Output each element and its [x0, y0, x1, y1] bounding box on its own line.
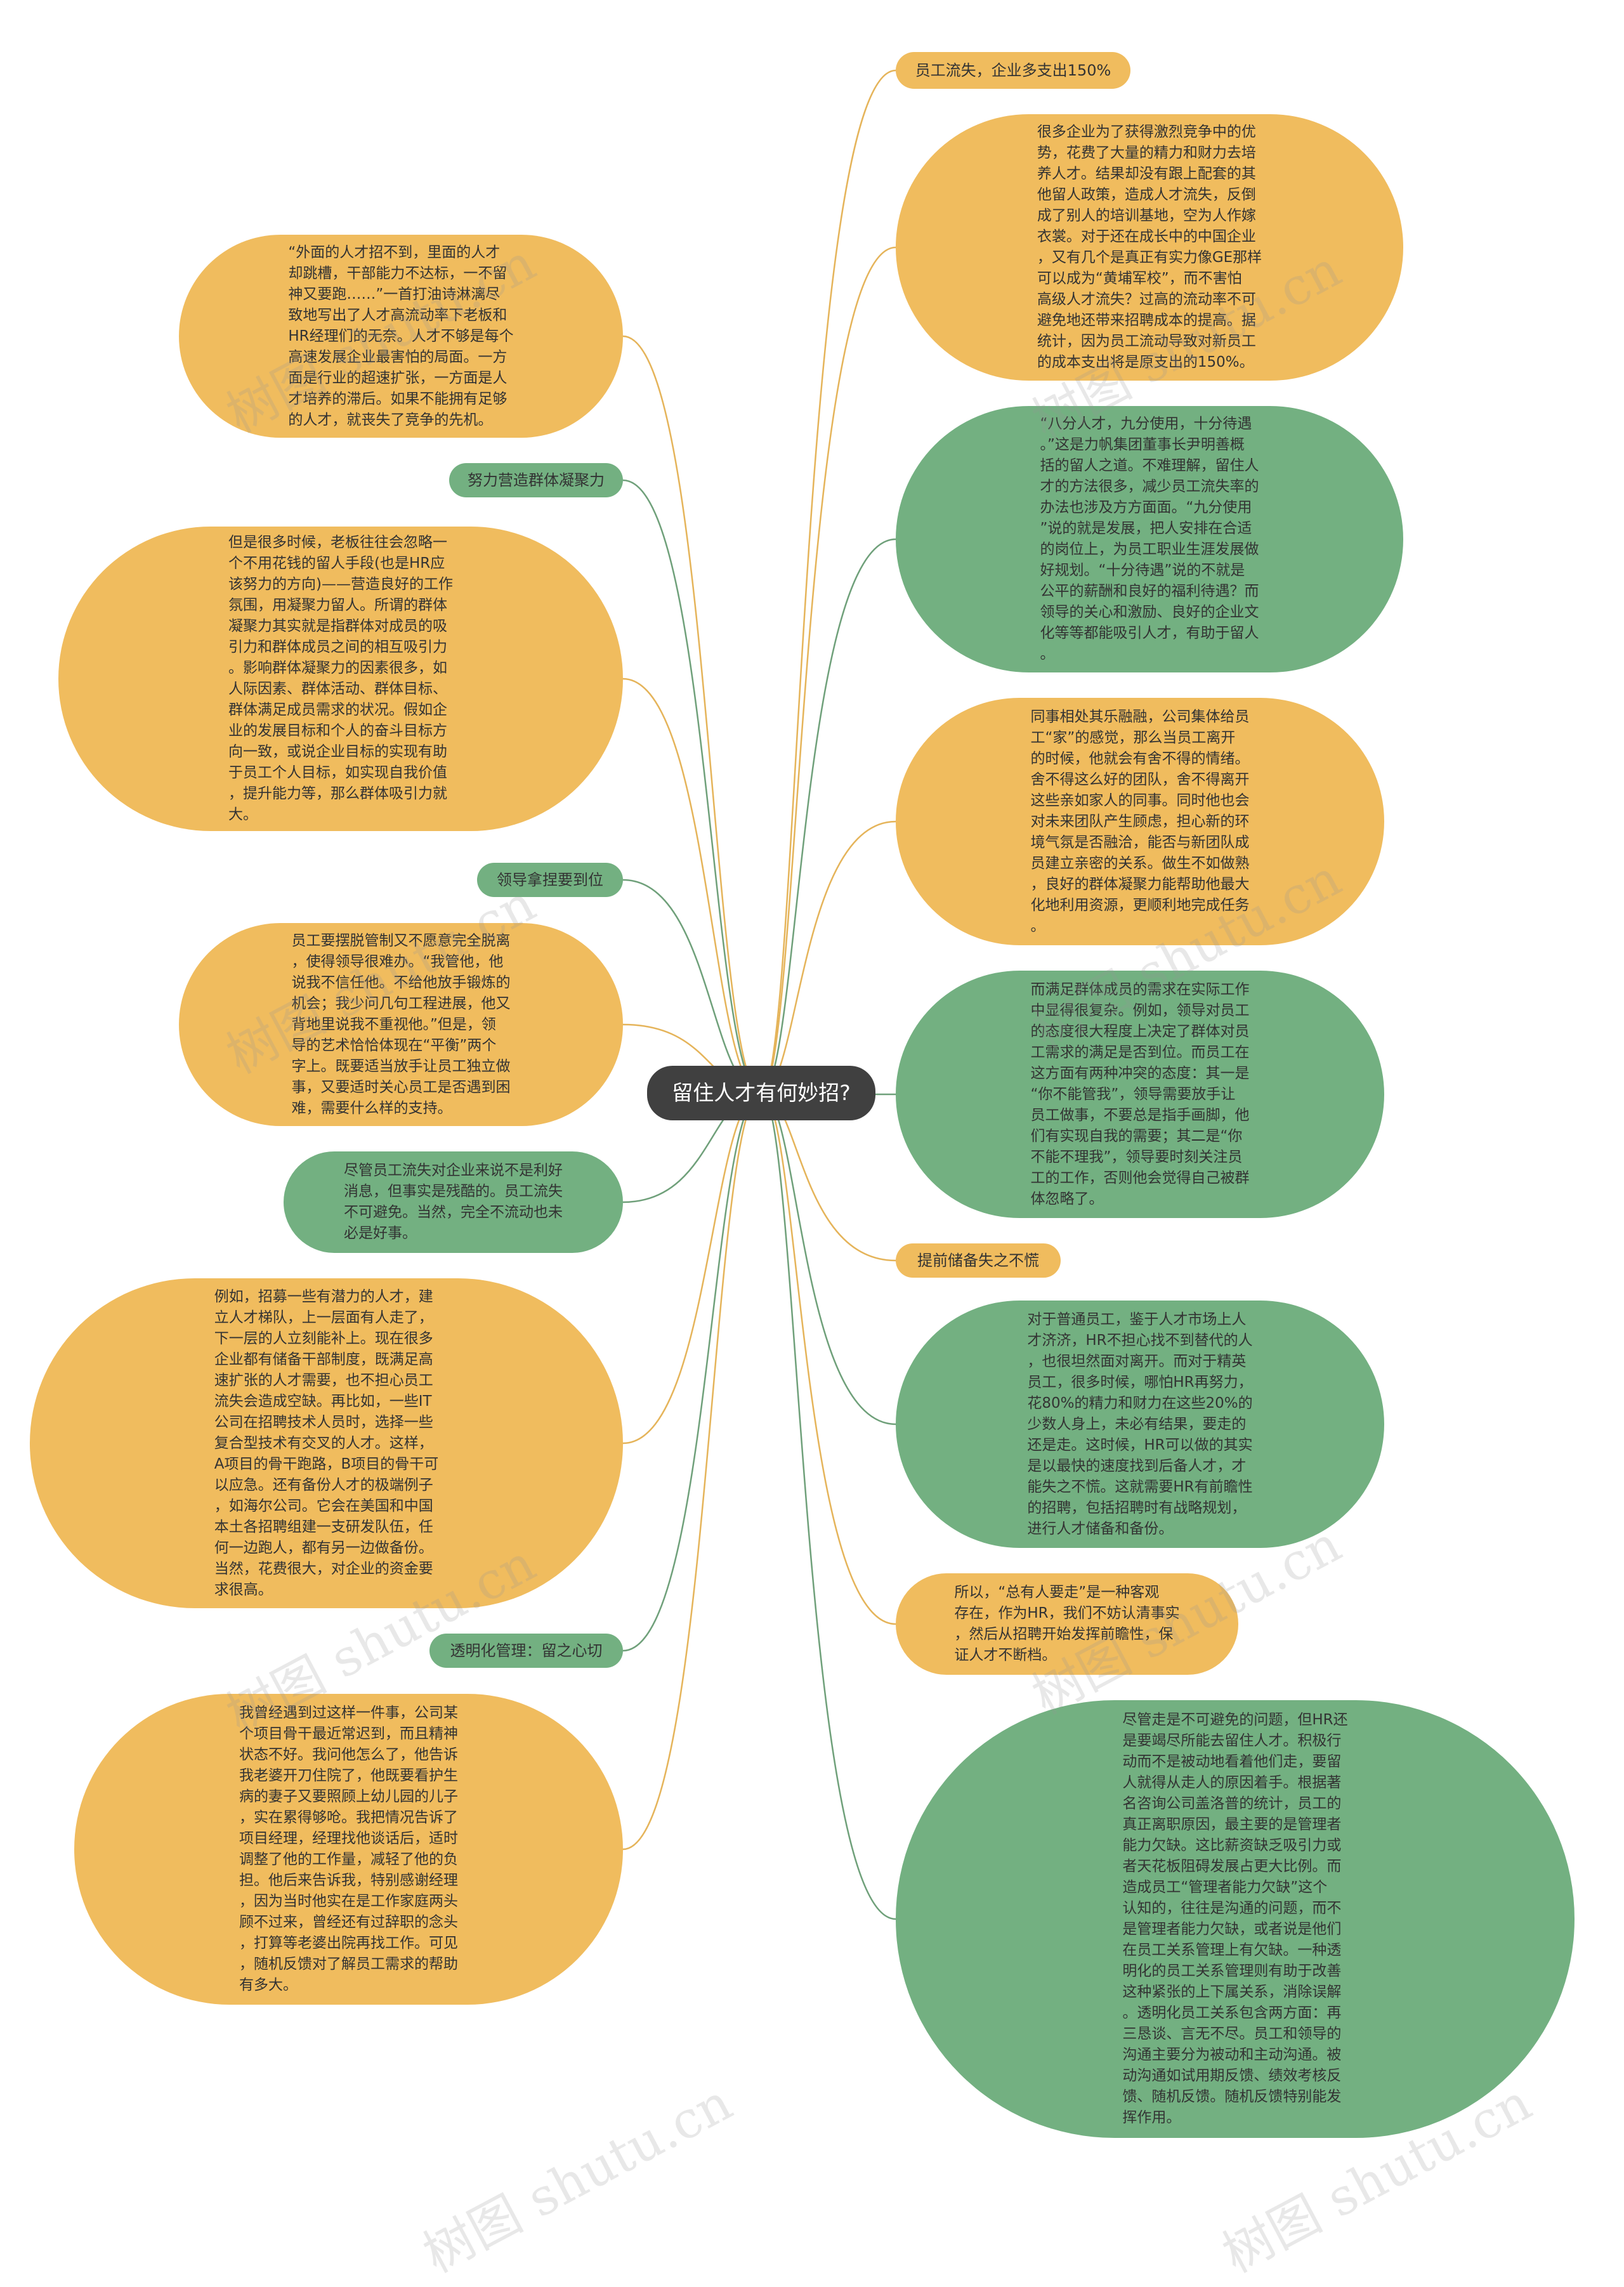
node-cohesion-detail[interactable]: 但是很多时候，老板往往会忽略一 个不用花钱的留人手段(也是HR应 该努力的方向)… — [58, 527, 623, 831]
connector-n11 — [622, 479, 762, 1094]
node-leadership-balance[interactable]: 领导拿捏要到位 — [477, 863, 623, 897]
node-group-cohesion[interactable]: 努力营造群体凝聚力 — [449, 463, 623, 497]
connector-n10 — [622, 335, 762, 1094]
node-forward-recruit[interactable]: 所以，“总有人要走”是一种客观 存在，作为HR，我们不妨认清事实 ，然后从招聘开… — [896, 1573, 1238, 1675]
root-label: 留住人才有何妙招? — [672, 1080, 851, 1105]
connector-n17 — [622, 1092, 762, 1652]
node-team-family-detail[interactable]: 同事相处其乐融融，公司集体给员 工“家”的感觉，那么当员工离开 的时候，他就会有… — [896, 698, 1384, 945]
connector-n12 — [622, 678, 762, 1094]
connector-n4 — [761, 820, 896, 1094]
connector-n2 — [761, 246, 896, 1094]
connector-n9 — [761, 1092, 896, 1920]
node-talent-pipeline-detail[interactable]: 例如，招募一些有潜力的人才，建 立人才梯队，上一层面有人走了， 下一层的人立刻能… — [30, 1278, 623, 1608]
node-transparent-management[interactable]: 透明化管理：留之心切 — [429, 1634, 623, 1668]
connector-n3 — [761, 538, 896, 1094]
node-training-cost-detail[interactable]: 很多企业为了获得激烈竞争中的优 势，花费了大量的精力和财力去培 养人才。结果却没… — [896, 114, 1403, 381]
connector-n7 — [761, 1092, 896, 1425]
node-elite-employee-detail[interactable]: 对于普通员工，鉴于人才市场上人 才济济，HR不担心找不到替代的人 ，也很坦然面对… — [896, 1301, 1384, 1548]
node-lifan-retention-detail[interactable]: “八分人才，九分使用，十分待遇 。”这是力帆集团董事长尹明善概 括的留人之道。不… — [896, 406, 1403, 672]
node-employee-loss-cost[interactable]: 员工流失，企业多支出150% — [896, 52, 1130, 89]
node-transparent-mgmt-detail[interactable]: 尽管走是不可避免的问题，但HR还 是要竭尽所能去留住人才。积极行 动而不是被动地… — [896, 1700, 1575, 2138]
connector-n1 — [761, 69, 896, 1094]
node-leadership-detail[interactable]: 员工要摆脱管制又不愿意完全脱离 ，使得领导很难办。“我管他，他 说我不信任他。不… — [179, 923, 623, 1126]
node-random-feedback-detail[interactable]: 我曾经遇到过这样一件事，公司某 个项目骨干最近常迟到，而且精神 状态不好。我问他… — [74, 1694, 623, 2005]
connector-n13 — [622, 879, 762, 1094]
connector-n18 — [622, 1092, 762, 1851]
node-talent-shortage-detail[interactable]: “外面的人才招不到，里面的人才 却跳槽，干部能力不达标，一不留 神又要跑……”一… — [179, 235, 623, 438]
connector-n8 — [761, 1092, 896, 1625]
root-node[interactable]: 留住人才有何妙招? — [647, 1066, 875, 1120]
node-group-needs-detail[interactable]: 而满足群体成员的需求在实际工作 中显得很复杂。例如，领导对员工 的态度很大程度上… — [896, 971, 1384, 1218]
node-reserve-talent[interactable]: 提前储备失之不慌 — [896, 1243, 1061, 1278]
node-loss-inevitable[interactable]: 尽管员工流失对企业来说不是利好 消息，但事实是残酷的。员工流失 不可避免。当然，… — [284, 1151, 623, 1253]
